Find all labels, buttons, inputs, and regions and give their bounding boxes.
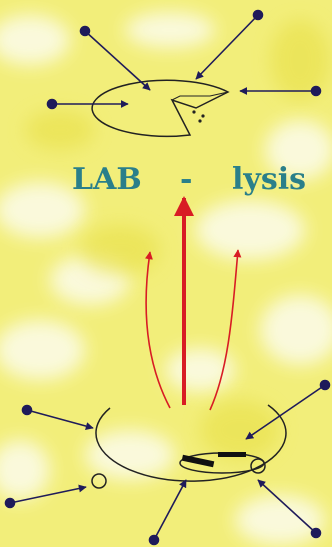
dark-arrow bbox=[85, 31, 150, 90]
leaked-content-dot bbox=[198, 119, 201, 122]
protein-bars bbox=[182, 452, 246, 467]
dark-arrow bbox=[196, 15, 258, 79]
top-arrows bbox=[48, 11, 321, 109]
title-label: LAB - lysis bbox=[0, 162, 332, 206]
bottom-arrows bbox=[6, 381, 330, 545]
dark-arrow bbox=[27, 410, 93, 428]
leaked-content-dot bbox=[201, 114, 204, 117]
lysed-cell bbox=[92, 80, 228, 136]
dark-arrow bbox=[258, 480, 316, 533]
intact-cell bbox=[92, 405, 286, 488]
dark-arrow bbox=[154, 480, 186, 540]
title-right: lysis bbox=[232, 162, 306, 197]
protein-bar bbox=[218, 452, 246, 457]
dark-arrow bbox=[10, 487, 86, 503]
cell-vesicle bbox=[92, 474, 106, 488]
protein-bar bbox=[182, 455, 215, 468]
title-left: LAB bbox=[72, 162, 142, 197]
lysed-cell-outline bbox=[92, 80, 228, 136]
title-dash: - bbox=[180, 162, 192, 197]
curved-red-arrow-left bbox=[146, 252, 170, 408]
leaked-content-dot bbox=[192, 110, 195, 113]
curved-red-arrow-right bbox=[210, 250, 238, 410]
red-arrows bbox=[146, 198, 238, 410]
